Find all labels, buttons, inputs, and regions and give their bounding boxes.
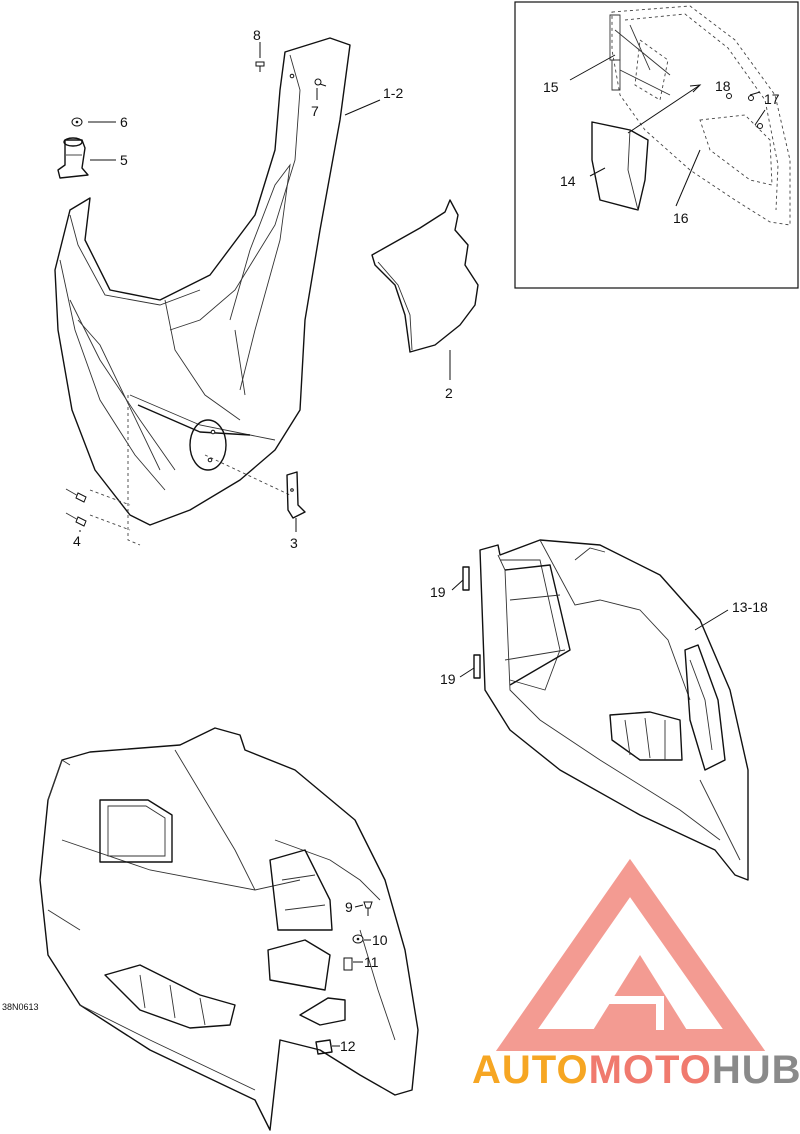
callout-19-lower: 19 [440,671,456,687]
inset-frame [514,1,799,289]
watermark-logo [495,858,766,1051]
lower-body-assembly [39,727,419,1131]
strip-19-lower [473,654,481,679]
callout-13-18: 13-18 [732,599,768,615]
nut-11 [343,957,353,971]
rivet-7 [314,78,327,87]
callout-19-upper: 19 [430,584,446,600]
callout-12: 12 [340,1038,356,1054]
front-hood-panel [54,37,351,546]
strip-19-upper [462,566,470,591]
callout-18: 18 [715,78,731,94]
washer-10 [352,934,364,944]
callout-15: 15 [543,79,559,95]
callout-14: 14 [560,173,576,189]
inset-side-panel [609,5,791,226]
callout-2: 2 [445,385,453,401]
callout-7: 7 [311,103,319,119]
callout-4: 4 [73,533,81,549]
callout-5: 5 [120,152,128,168]
callout-11: 11 [364,954,379,970]
washer-6 [71,117,83,127]
callout-9: 9 [345,899,353,915]
screw-8 [255,61,265,72]
bracket-3 [286,471,306,519]
watermark-text: AUTOMOTOHUB [472,1048,800,1092]
nut-12 [315,1039,333,1055]
callout-10: 10 [372,932,388,948]
drawing-ref: 38N0613 [2,1002,39,1012]
side-panel-assembly [479,539,749,881]
inset-insulation-14 [591,121,649,211]
clip-4-lower [65,512,87,527]
grommet-5 [57,137,89,179]
callout-3: 3 [290,535,298,551]
callout-8: 8 [253,27,261,43]
callout-17: 17 [764,91,780,107]
callout-6: 6 [120,114,128,130]
clip-4-upper [65,488,87,503]
callout-1-2: 1-2 [383,85,403,101]
screw-9 [363,901,373,916]
insulation-2 [371,199,479,353]
callout-16: 16 [673,210,689,226]
